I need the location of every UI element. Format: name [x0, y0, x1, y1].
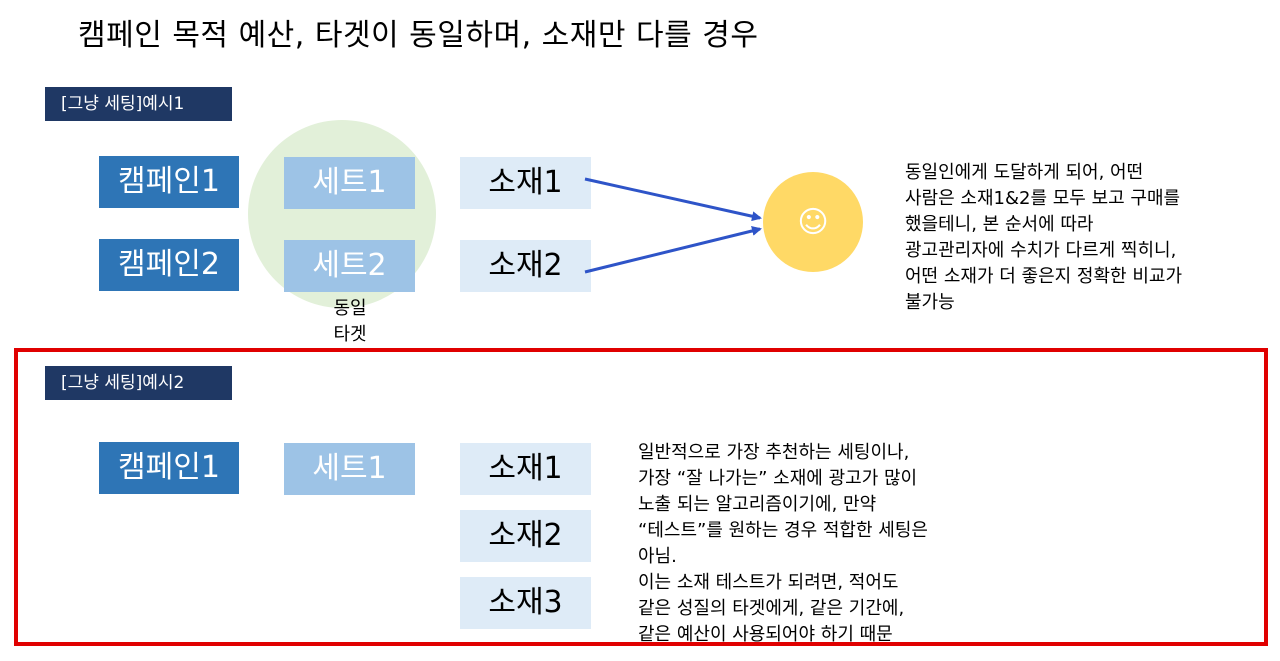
- example2-note-line: 아님.: [638, 546, 677, 567]
- example1-note-line: 광고관리자에 수치가 다르게 찍히니,: [905, 240, 1177, 261]
- smiley-person-icon: ☺: [763, 172, 863, 272]
- creative-1-box: 소재1: [460, 443, 591, 495]
- same-target-label: 동일 타겟: [322, 296, 378, 348]
- example1-tag: [그냥 세팅]예시1: [45, 87, 232, 121]
- arrow-creative2-to-person: [584, 226, 762, 274]
- example2-note-line: 이는 소재 테스트가 되려면, 적어도: [638, 572, 899, 593]
- example1-note-line: 어떤 소재가 더 좋은지 정확한 비교가: [905, 266, 1183, 287]
- example1-note: 동일인에게 도달하게 되어, 어떤 사람은 소재1&2를 모두 보고 구매를 했…: [905, 160, 1182, 316]
- example1-note-line: 사람은 소재1&2를 모두 보고 구매를: [905, 188, 1181, 209]
- set-1-box: 세트1: [284, 443, 415, 495]
- creative-3-box: 소재3: [460, 577, 591, 629]
- creative-2-box: 소재2: [460, 510, 591, 562]
- example2-tag: [그냥 세팅]예시2: [45, 366, 232, 400]
- page-title: 캠페인 목적 예산, 타겟이 동일하며, 소재만 다를 경우: [78, 18, 759, 53]
- example2-note-line: 일반적으로 가장 추천하는 세팅이나,: [638, 442, 910, 463]
- campaign-2-box: 캠페인2: [99, 239, 239, 291]
- creative-2-box: 소재2: [460, 240, 591, 292]
- campaign-1-box: 캠페인1: [99, 442, 239, 494]
- example2-note: 일반적으로 가장 추천하는 세팅이나, 가장 “잘 나가는” 소재에 광고가 많…: [638, 440, 928, 648]
- campaign-1-box: 캠페인1: [99, 156, 239, 208]
- example2-note-line: 노출 되는 알고리즘이기에, 만약: [638, 494, 877, 515]
- example1-note-line: 동일인에게 도달하게 되어, 어떤: [905, 162, 1144, 183]
- highlight-box: [14, 348, 1268, 646]
- set-1-box: 세트1: [284, 157, 415, 209]
- example1-note-line: 했을테니, 본 순서에 따라: [905, 214, 1094, 235]
- example2-note-line: 같은 성질의 타겟에게, 같은 기간에,: [638, 598, 905, 619]
- example1-note-line: 불가능: [905, 292, 955, 313]
- arrow-creative1-to-person: [584, 177, 762, 222]
- same-target-label-line1: 동일: [333, 298, 367, 319]
- same-target-label-line2: 타겟: [333, 324, 367, 345]
- example2-note-line: 같은 예산이 사용되어야 하기 때문: [638, 624, 893, 645]
- smiley-symbol: ☺: [797, 204, 829, 240]
- creative-1-box: 소재1: [460, 157, 591, 209]
- example2-note-line: 가장 “잘 나가는” 소재에 광고가 많이: [638, 468, 918, 489]
- example2-note-line: “테스트”를 원하는 경우 적합한 세팅은: [638, 520, 928, 541]
- set-2-box: 세트2: [284, 240, 415, 292]
